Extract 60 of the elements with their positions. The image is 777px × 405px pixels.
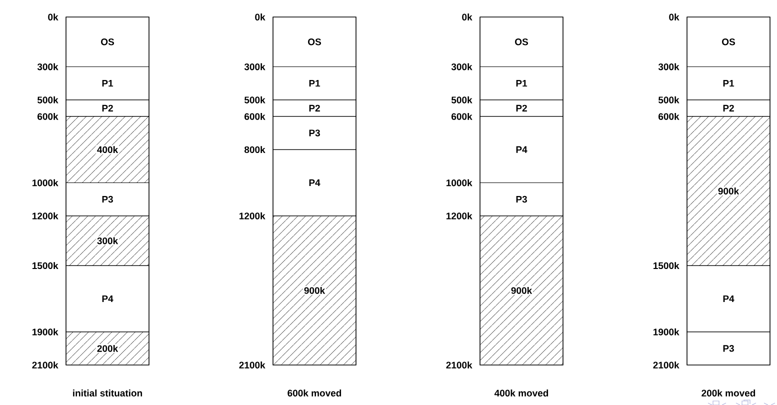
address-label: 300k: [37, 63, 58, 70]
caption-text: 400k moved: [494, 390, 548, 396]
address-label: 2100k: [446, 362, 472, 368]
address-label: 0k: [255, 14, 266, 20]
address-label: 2100k: [32, 362, 58, 368]
address-label: 1000k: [446, 179, 472, 186]
address-label: 600k: [452, 112, 472, 120]
address-label: 0k: [48, 14, 58, 20]
address-label: 0k: [462, 14, 472, 20]
address-label: 1500k: [32, 262, 58, 270]
free-hole-block: 400k: [66, 116, 150, 183]
caption-text: initial stituation: [73, 390, 142, 396]
memory-segment: OS: [272, 16, 356, 67]
memory-segment: P3: [272, 116, 356, 150]
memory-segment: P3: [480, 182, 564, 216]
memory-segment: OS: [686, 16, 770, 67]
address-label: 2100k: [239, 362, 266, 368]
address-label: 500k: [451, 96, 472, 104]
free-hole-block: 200k: [66, 332, 150, 366]
memory-segment: P2: [272, 100, 356, 117]
memory-segment: OS: [66, 16, 150, 67]
memory-segment: P1: [272, 66, 356, 100]
address-label: 0k: [669, 14, 680, 20]
memory-segment: P1: [66, 66, 150, 100]
free-hole-block: 900k: [272, 216, 356, 366]
address-label: 1200k: [446, 212, 472, 220]
memory-segment: P4: [686, 265, 770, 332]
memory-segment: P1: [686, 66, 770, 100]
memory-segment: P4: [66, 265, 150, 332]
caption-text: 200k moved: [702, 390, 756, 396]
caption-text: 600k moved: [288, 390, 342, 396]
memory-segment: P2: [480, 100, 564, 117]
address-label: 1000k: [32, 179, 58, 186]
memory-segment: P3: [686, 332, 770, 366]
address-label: 1900k: [653, 328, 680, 336]
memory-segment: P1: [480, 66, 564, 100]
free-hole-block: 900k: [686, 116, 770, 266]
address-label: 300k: [244, 63, 266, 70]
address-label: 300k: [658, 63, 680, 70]
address-label: 1200k: [239, 212, 266, 220]
memory-segment: OS: [480, 16, 564, 67]
address-label: 300k: [451, 63, 472, 70]
free-hole-block: 900k: [480, 216, 564, 366]
address-label: 600k: [38, 112, 58, 120]
address-label: 600k: [658, 112, 680, 120]
memory-segment: P3: [66, 182, 150, 216]
memory-segment: P4: [272, 149, 356, 216]
memory-segment: P2: [686, 100, 770, 117]
memory-segment: P2: [66, 100, 150, 117]
address-label: 500k: [244, 96, 266, 104]
address-label: 800k: [244, 146, 266, 154]
address-label: 1500k: [653, 262, 680, 270]
address-label: 1900k: [32, 328, 58, 336]
address-label: 1200k: [32, 212, 58, 220]
address-label: 500k: [37, 96, 58, 104]
address-label: 2100k: [653, 362, 680, 368]
address-label: 500k: [658, 96, 680, 104]
free-hole-block: 300k: [66, 216, 150, 266]
address-label: 600k: [244, 112, 266, 120]
memory-segment: P4: [480, 116, 564, 183]
